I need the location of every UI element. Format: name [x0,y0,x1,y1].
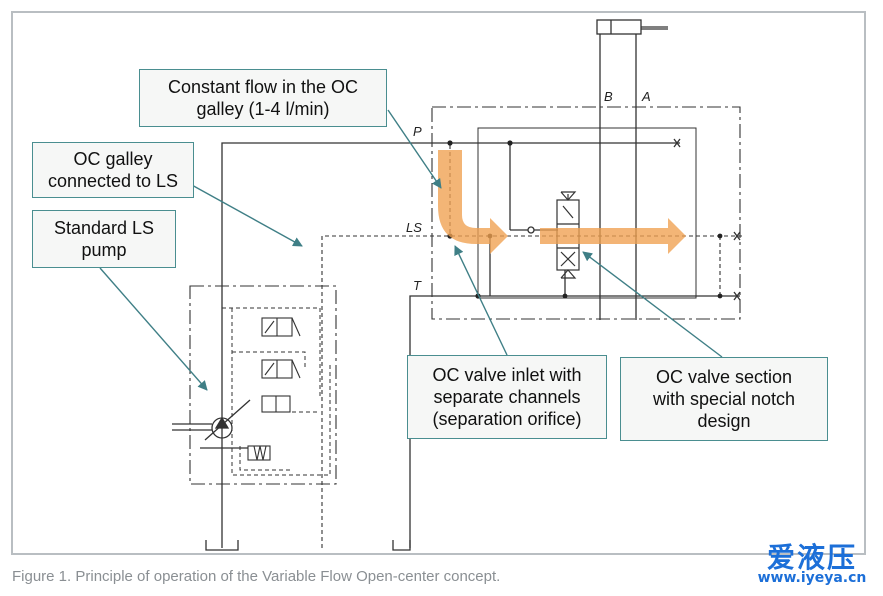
valve-section-boundary [477,127,697,299]
callout-constant-flow: Constant flow in the OC galley (1-4 l/mi… [139,69,387,127]
callout-valve-section: OC valve section with special notch desi… [620,357,828,441]
port-label-b: B [604,89,613,104]
port-label-p: P [413,124,422,139]
callout-standard-pump-text: Standard LS pump [53,218,155,260]
pump-group-boundary [189,285,337,485]
ls-signal-line [321,145,742,548]
pressure-line [221,138,681,548]
cylinder [596,19,668,320]
callout-valve-inlet: OC valve inlet with separate channels (s… [407,355,607,439]
junction-dots [447,140,723,299]
callout-valve-inlet-text: OC valve inlet with separate channels (s… [432,365,582,429]
pump-compensator [247,317,301,461]
valve-block-boundary [431,106,741,320]
port-label-ls: LS [406,220,422,235]
port-label-a: A [642,89,651,104]
callout-oc-galley: OC galley connected to LS [32,142,194,198]
callout-standard-pump: Standard LS pump [32,210,176,268]
callout-constant-flow-text: Constant flow in the OC galley (1-4 l/mi… [167,77,359,119]
pump-pilot-lines [222,307,331,476]
ls-pump-symbol [172,399,251,449]
tank-symbol [205,540,411,551]
figure-caption: Figure 1. Principle of operation of the … [12,568,501,585]
callout-oc-galley-text: OC galley connected to LS [47,149,179,191]
port-label-t: T [413,278,421,293]
watermark-logo: 爱液压 www.iyeya.cn [748,536,876,592]
callout-leaders [99,109,723,391]
callout-valve-section-text: OC valve section with special notch desi… [652,367,796,431]
flow-arrow [438,150,686,254]
watermark-url: www.iyeya.cn [757,570,867,586]
watermark-main: 爱液压 [766,541,857,574]
